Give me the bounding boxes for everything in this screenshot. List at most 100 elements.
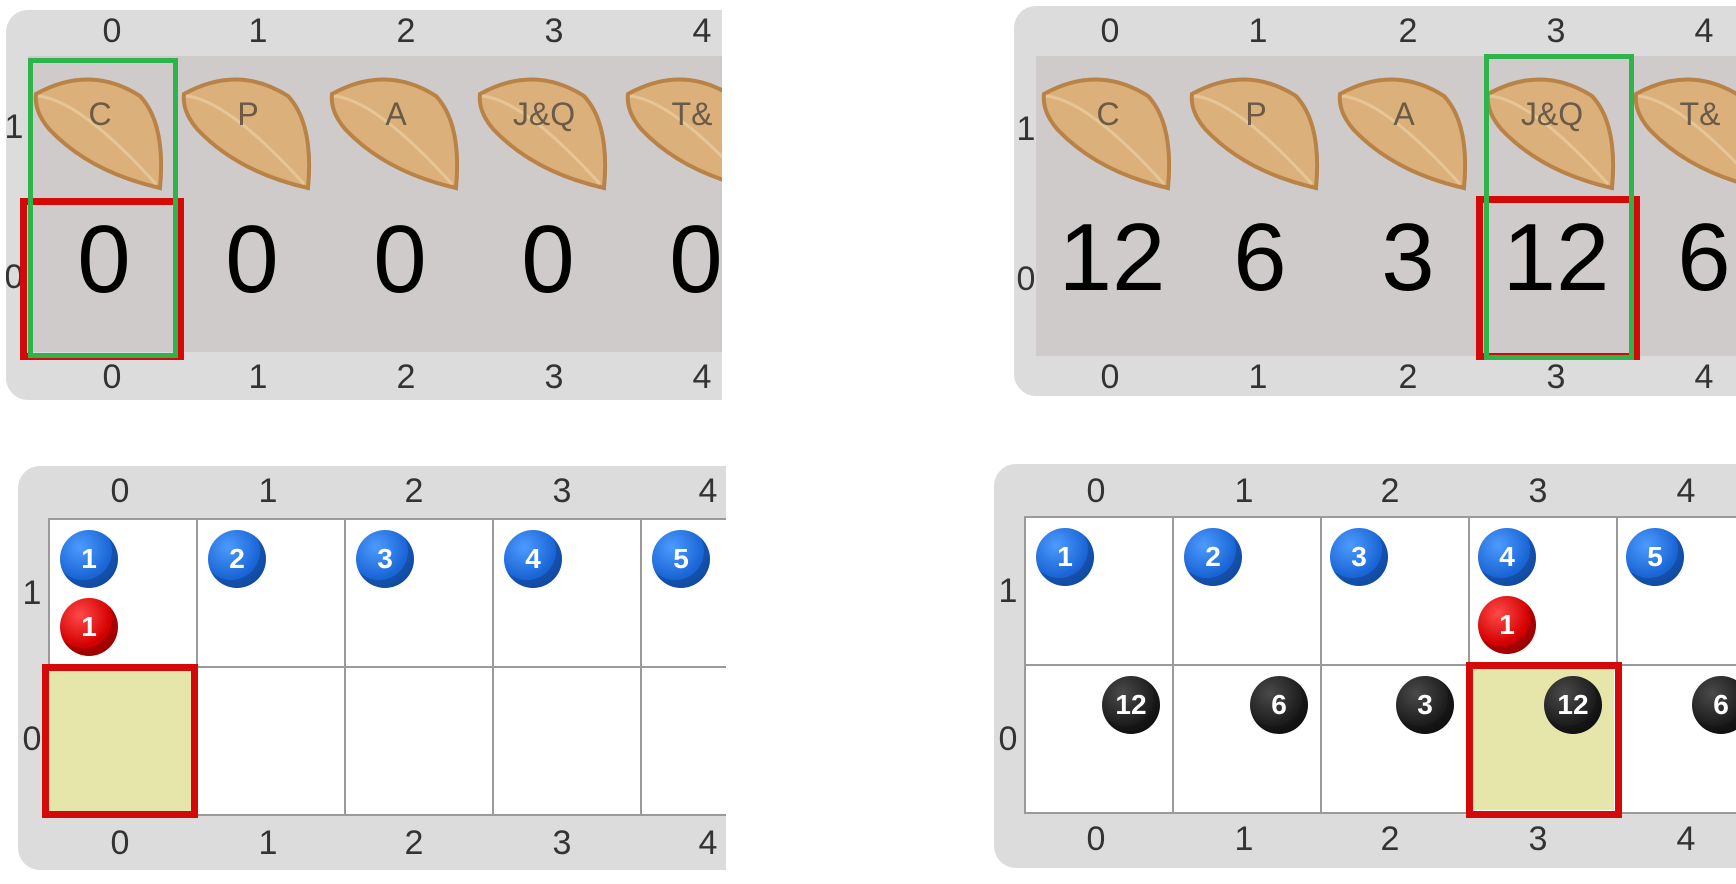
x-tick: 0 (1100, 358, 1120, 396)
x-tick: 1 (248, 358, 268, 396)
empanada-label: T& (671, 96, 713, 132)
x-tick: 4 (1694, 12, 1714, 50)
count-value: 0 (669, 206, 722, 313)
red-ball: 1 (60, 598, 118, 656)
x-tick: 2 (1398, 358, 1418, 396)
x-tick: 4 (1676, 472, 1696, 510)
grid-cell (492, 666, 642, 816)
count-value: 0 (77, 206, 131, 313)
count-value: 6 (1677, 204, 1731, 311)
empanada-icon (1633, 77, 1736, 184)
empanada-label: C (1096, 96, 1120, 132)
x-tick: 3 (1546, 358, 1566, 396)
blue-ball: 2 (1184, 528, 1242, 586)
black-ball: 6 (1250, 676, 1308, 734)
blue-ball: 2 (208, 530, 266, 588)
count-value: 12 (1502, 204, 1610, 311)
empanada-cell: C (1038, 60, 1186, 200)
empanada-label: P (237, 96, 259, 132)
grid-cell (196, 666, 346, 816)
count-value: 0 (521, 206, 575, 313)
selected-cell-highlight (42, 664, 198, 818)
x-tick: 2 (396, 358, 416, 396)
x-tick: 0 (102, 12, 122, 50)
x-tick: 2 (1398, 12, 1418, 50)
empanada-icon (1041, 77, 1172, 191)
blue-ball: 4 (504, 530, 562, 588)
x-tick: 0 (110, 824, 130, 862)
x-tick: 4 (1694, 358, 1714, 396)
x-tick: 0 (1100, 12, 1120, 50)
blue-ball: 3 (1330, 528, 1388, 586)
empanada-icon (1337, 77, 1468, 191)
x-tick: 1 (1248, 358, 1268, 396)
y-tick: 1 (6, 108, 24, 146)
blue-ball: 1 (1036, 528, 1094, 586)
empanada-label: A (1393, 96, 1415, 132)
black-ball: 12 (1102, 676, 1160, 734)
y-tick: 1 (22, 574, 42, 612)
black-ball: 12 (1544, 676, 1602, 734)
y-tick: 0 (1016, 260, 1036, 298)
x-tick: 2 (1380, 820, 1400, 858)
x-tick: 2 (404, 472, 424, 510)
blue-ball: 3 (356, 530, 414, 588)
empanada-icon (477, 77, 608, 191)
memory-panel-final: 0 1 2 3 4 1 0 C P A J&Q (1014, 6, 1736, 396)
red-ball: 1 (1478, 596, 1536, 654)
y-tick: 1 (998, 572, 1018, 610)
y-tick: 0 (6, 258, 24, 296)
blue-ball: 5 (1626, 528, 1684, 586)
y-tick: 0 (22, 720, 42, 758)
y-tick: 1 (1016, 110, 1036, 148)
x-tick: 3 (1528, 820, 1548, 858)
x-tick: 3 (552, 824, 572, 862)
empanada-icon (33, 77, 164, 191)
x-tick: 1 (1234, 820, 1254, 858)
empanada-cell: T& (1630, 60, 1736, 200)
empanada-cell: P (1186, 60, 1334, 200)
empanada-icon (329, 77, 460, 191)
ball-grid-panel-initial: 0 1 2 3 4 1 0 1 2 3 4 5 1 0 1 2 3 4 (18, 466, 726, 870)
empanada-cell: J&Q (1482, 60, 1630, 200)
empanada-icon (1189, 77, 1320, 191)
x-tick: 1 (1248, 12, 1268, 50)
empanada-cell: J&Q (474, 60, 622, 200)
count-value: 12 (1058, 204, 1166, 311)
empanada-icon (625, 77, 722, 182)
x-tick: 2 (396, 12, 416, 50)
x-tick: 3 (544, 12, 564, 50)
blue-ball: 1 (60, 530, 118, 588)
x-tick: 3 (1528, 472, 1548, 510)
x-tick: 0 (102, 358, 122, 396)
empanada-cell: A (1334, 60, 1482, 200)
x-tick: 4 (698, 472, 718, 510)
selected-empanada-highlight (28, 58, 178, 358)
blue-ball: 5 (652, 530, 710, 588)
empanada-label: J&Q (1520, 96, 1584, 132)
x-tick: 1 (248, 12, 268, 50)
count-value: 6 (1233, 204, 1287, 311)
count-value: 3 (1381, 204, 1435, 311)
blue-ball: 4 (1478, 528, 1536, 586)
x-tick: 1 (1234, 472, 1254, 510)
empanada-cell: A (326, 60, 474, 200)
empanada-icon (1485, 77, 1616, 191)
x-tick: 1 (258, 824, 278, 862)
memory-panel-initial: 0 1 2 3 4 1 0 C P A J&Q (6, 10, 722, 400)
empanada-cell: T& (622, 60, 722, 200)
grid-cell (344, 666, 494, 816)
empanada-label: T& (1679, 96, 1721, 132)
empanada-label: A (385, 96, 407, 132)
x-tick: 4 (692, 12, 712, 50)
empanada-label: C (88, 96, 112, 132)
x-tick: 3 (552, 472, 572, 510)
grid-cell (640, 666, 726, 816)
x-tick: 4 (692, 358, 712, 396)
black-ball: 6 (1692, 676, 1736, 734)
x-tick: 2 (1380, 472, 1400, 510)
selected-empanada-highlight (1484, 54, 1634, 360)
x-tick: 3 (1546, 12, 1566, 50)
empanada-cell: C (30, 60, 178, 200)
ball-grid-panel-final: 0 1 2 3 4 1 0 1 2 3 4 5 1 12 6 3 12 6 0 … (994, 464, 1736, 868)
